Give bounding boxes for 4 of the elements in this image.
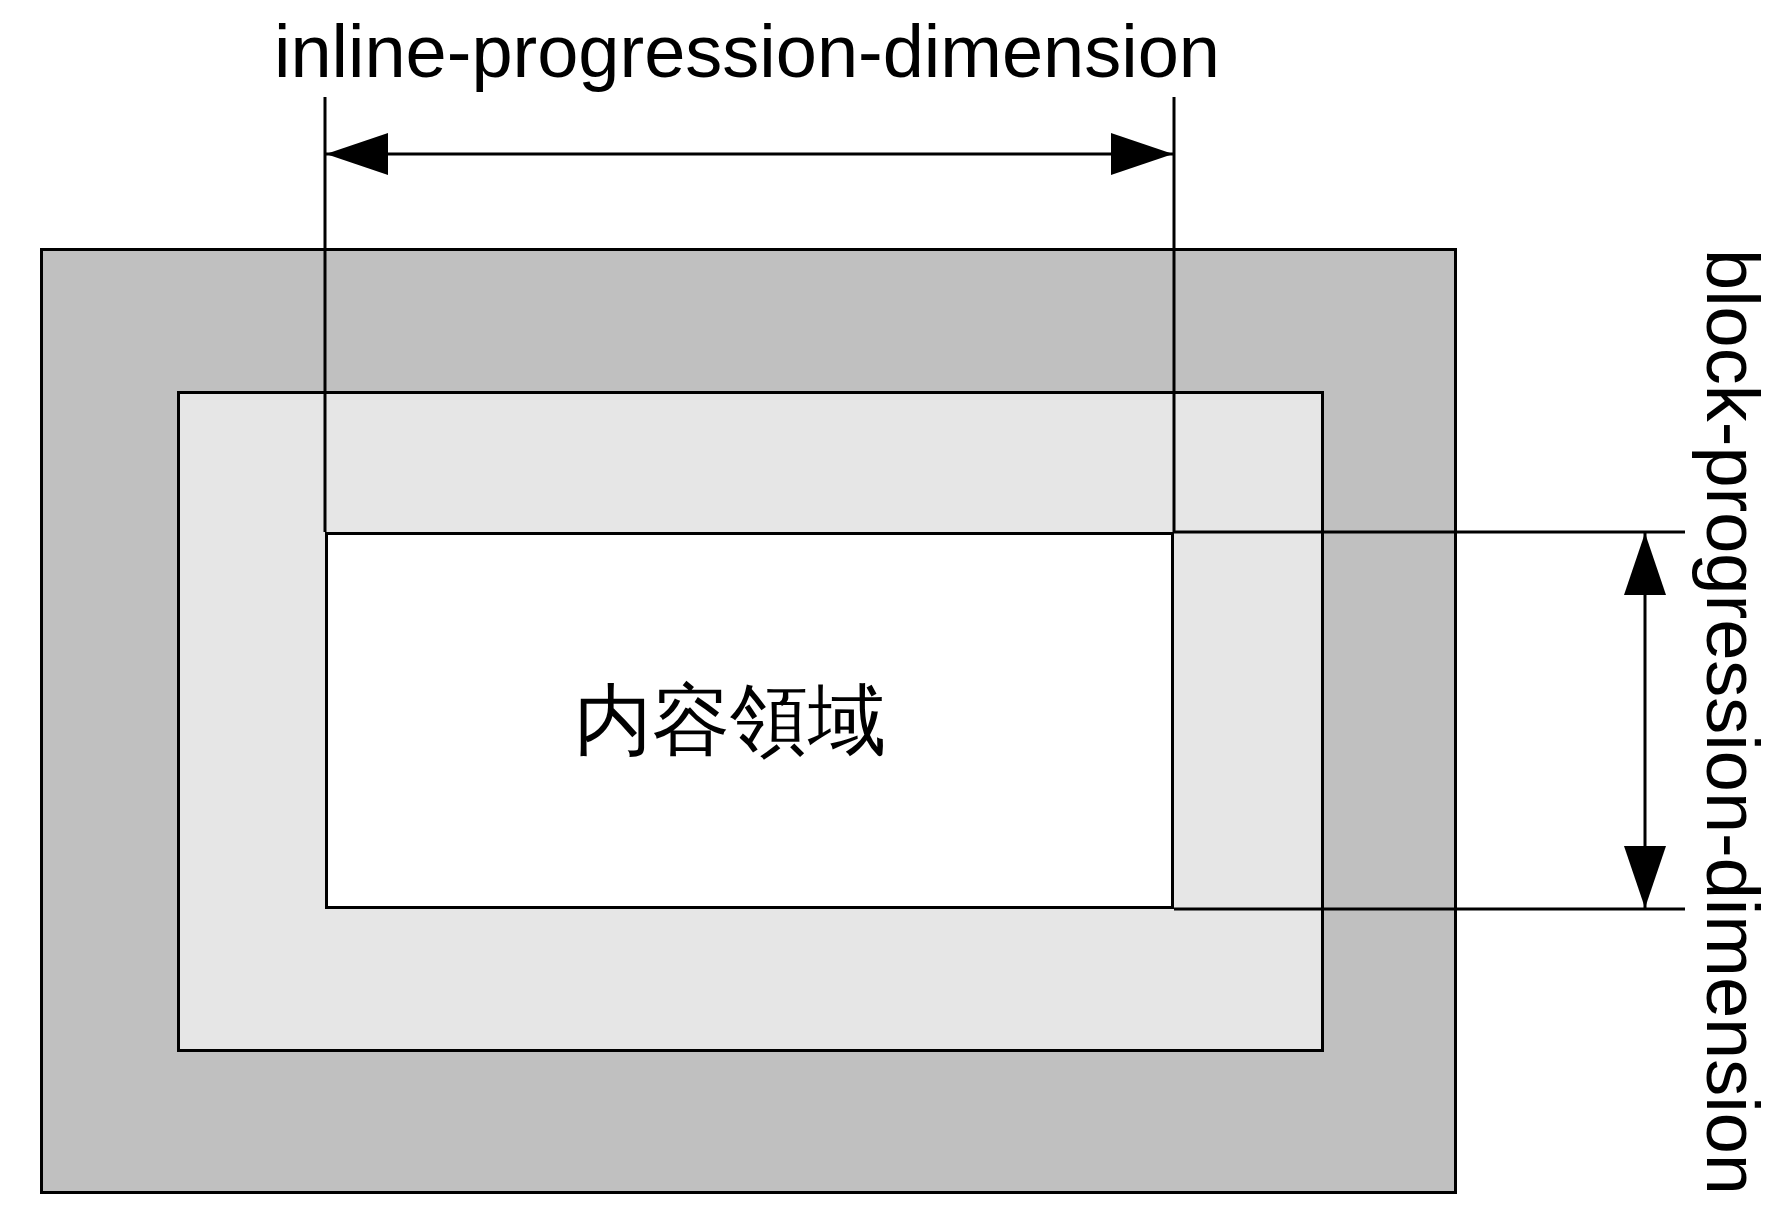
content-area <box>325 532 1174 909</box>
middle-area <box>177 391 1324 1052</box>
area-label: 内容領域 <box>573 674 886 765</box>
outer-area <box>40 248 1457 1194</box>
